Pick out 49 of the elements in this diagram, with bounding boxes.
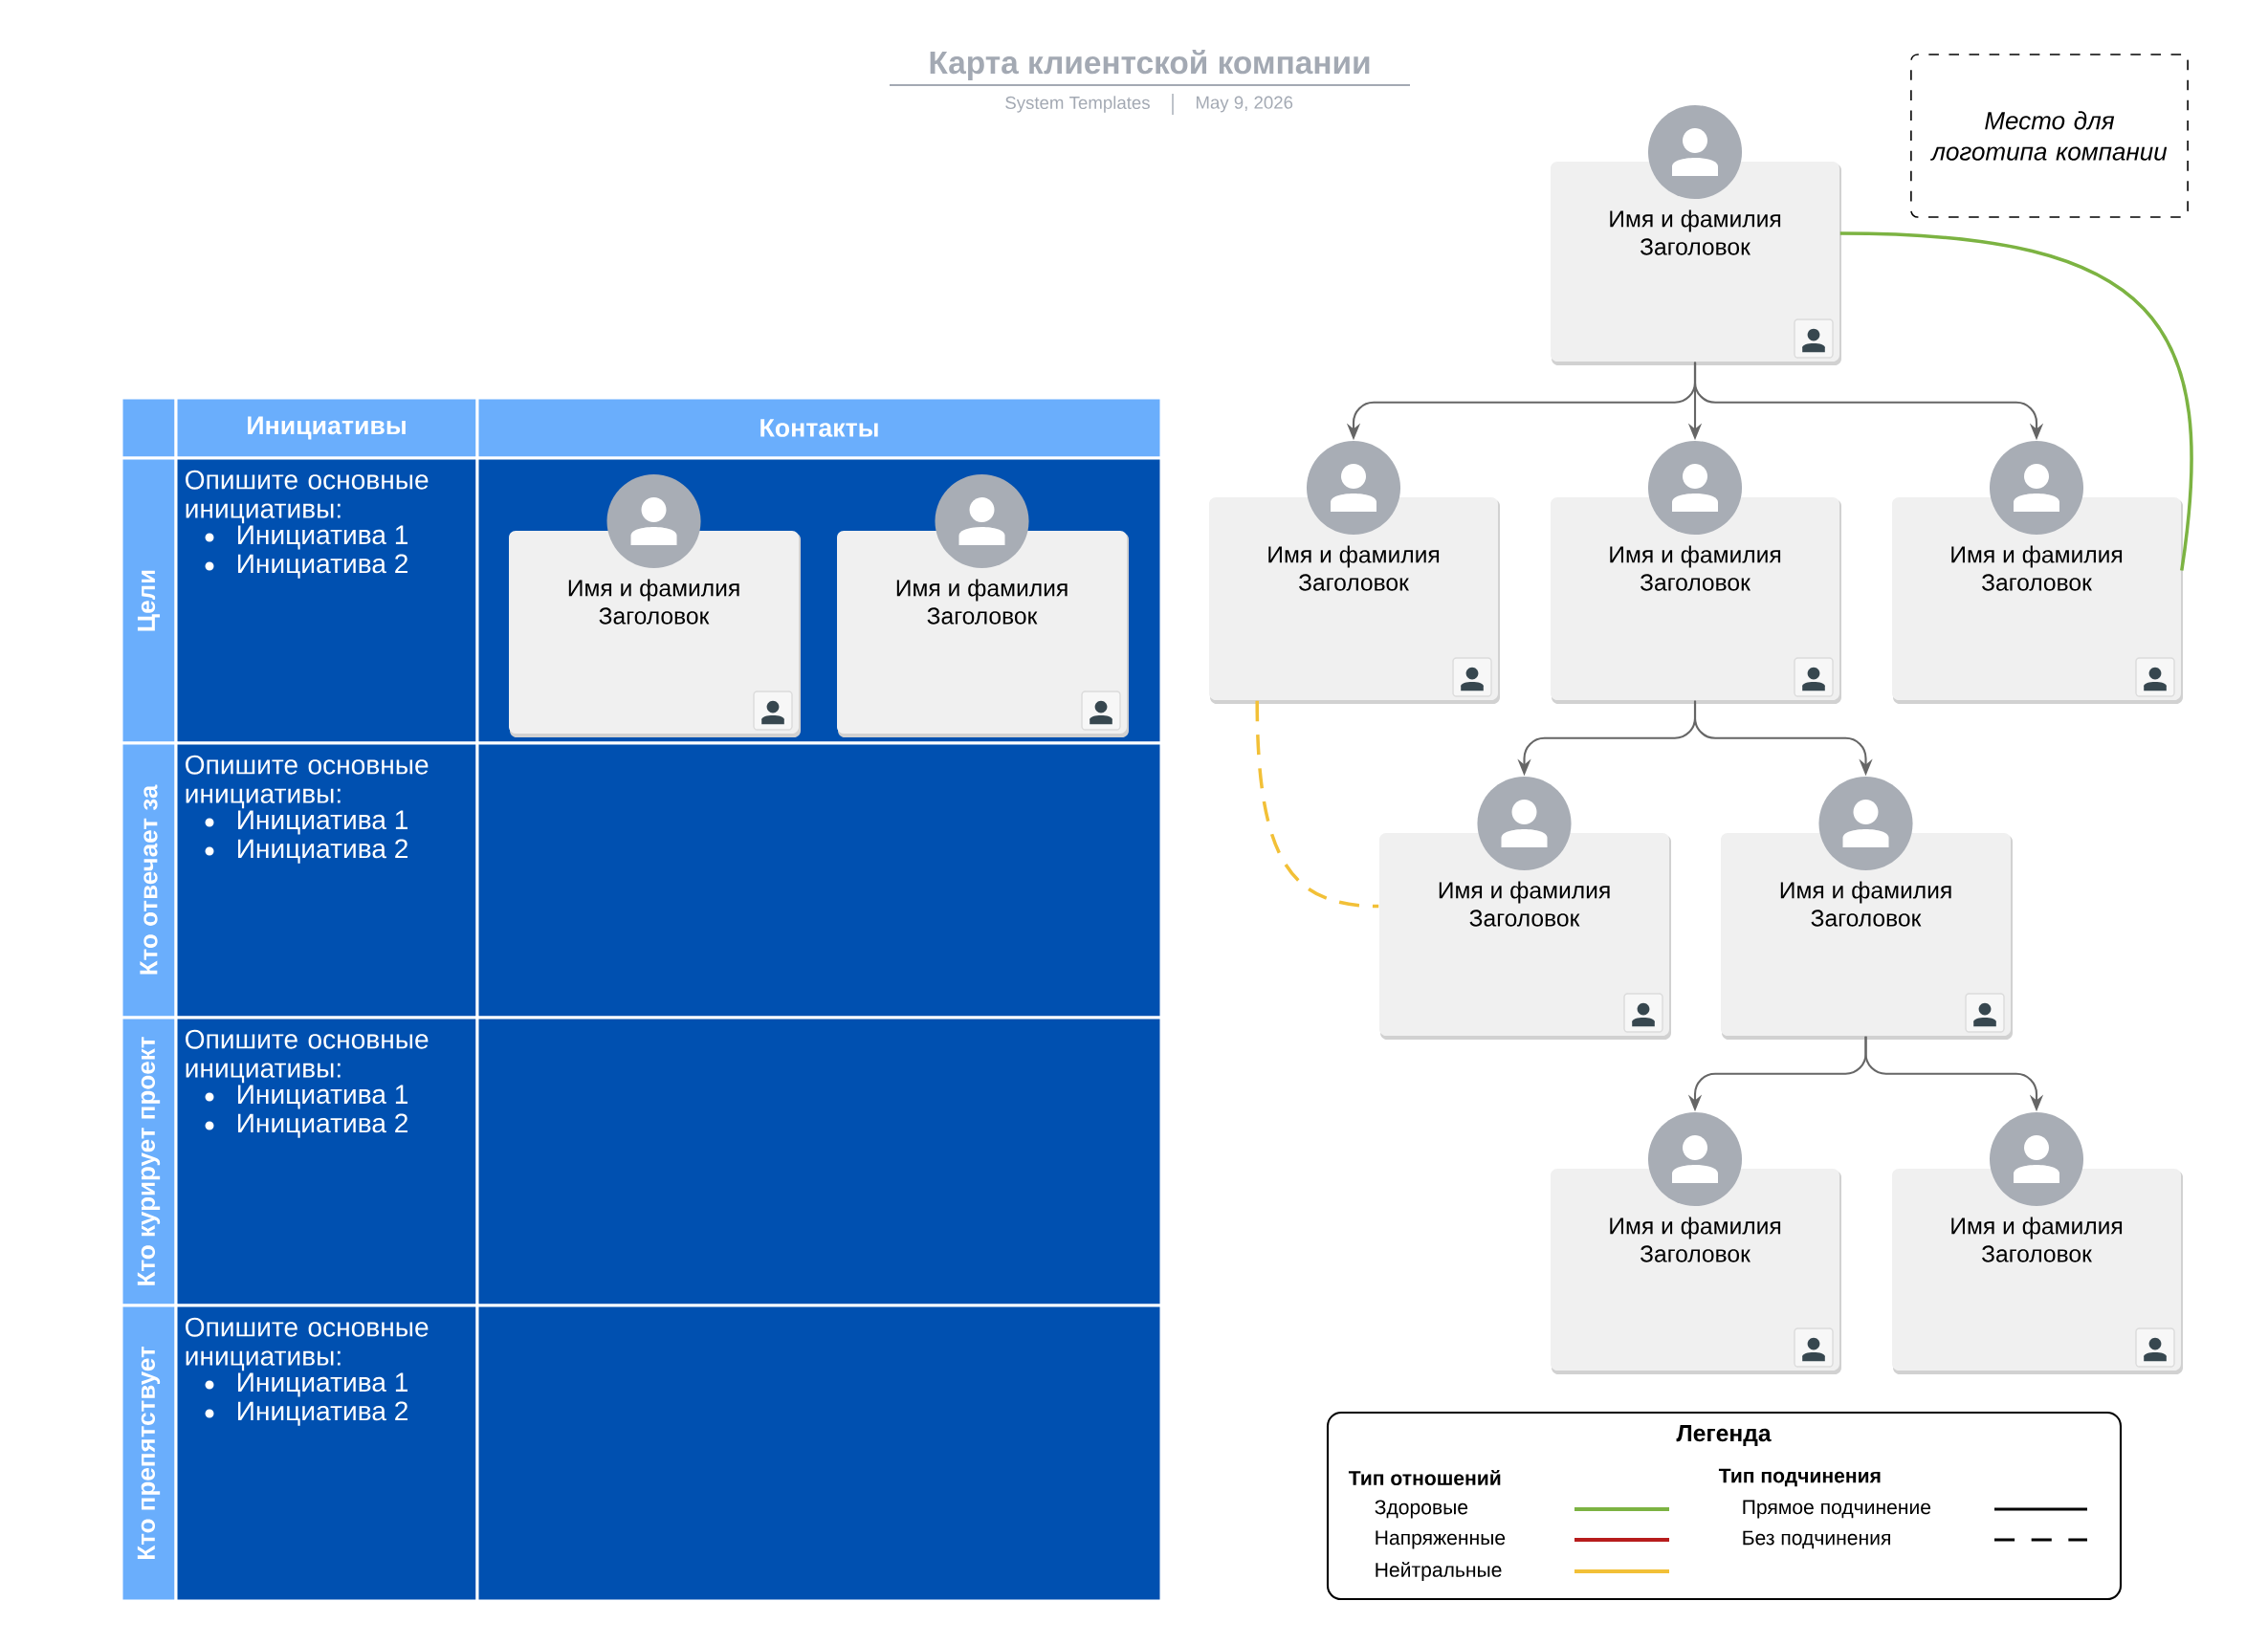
legend-text: Напряженные	[1376, 1530, 1506, 1549]
list-item: Инициатива 1	[205, 525, 407, 550]
legend-text: Прямое подчинение	[1743, 1500, 1931, 1519]
card-text: Заголовок	[1981, 1245, 2092, 1262]
list-item: Инициатива 2	[205, 1401, 407, 1426]
card-text: Имя и фамилия	[1951, 1217, 2123, 1239]
legend-title: Легенда	[1676, 1425, 1772, 1446]
list-item: Инициатива 1	[205, 810, 407, 835]
card-text: Заголовок	[599, 607, 710, 625]
card-text: Имя и фамилия	[1439, 881, 1610, 904]
card-text: Имя и фамилия	[896, 579, 1068, 602]
cell-text: Опишите основные инициативы:	[186, 1029, 429, 1084]
cell-text: Опишите основные инициативы:	[186, 470, 429, 524]
card-text: Заголовок	[927, 607, 1038, 625]
card-text: Имя и фамилия	[1610, 1217, 1781, 1239]
card-text: Заголовок	[1640, 238, 1751, 255]
row-header: Кто препятствует	[120, 1304, 178, 1603]
card-text: Имя и фамилия	[568, 579, 739, 602]
connector	[1839, 231, 2193, 571]
card-text: Имя и фамилия	[1268, 545, 1440, 568]
card-text: Заголовок	[1298, 574, 1409, 591]
legend-text: Без подчинения	[1743, 1530, 1890, 1549]
legend-heading: Тип подчинения	[1718, 1468, 1881, 1487]
list-item: Инициатива 2	[205, 839, 407, 864]
list-item: Инициатива 2	[205, 1113, 407, 1138]
card-text: Заголовок	[1981, 574, 2092, 591]
list-item: Инициатива 1	[205, 1085, 407, 1109]
subtitle: System Templates	[1005, 96, 1150, 113]
card-text: Имя и фамилия	[1610, 545, 1781, 568]
card-text: Заголовок	[1469, 910, 1580, 927]
list-item: Инициатива 2	[205, 554, 407, 579]
title: Карта клиентской компании	[930, 50, 1370, 80]
connector	[1255, 700, 1379, 909]
card-text: Имя и фамилия	[1951, 545, 2123, 568]
dashed-note-box: Место для логотипа компании	[1910, 54, 2189, 218]
card-text: Имя и фамилия	[1610, 209, 1781, 232]
cell-text: Опишите основные инициативы:	[186, 1317, 429, 1371]
card-text: Имя и фамилия	[1780, 881, 1951, 904]
legend-text: Нейтральные	[1376, 1562, 1502, 1581]
date: May 9, 2026	[1197, 96, 1293, 113]
legend-text: Здоровые	[1375, 1500, 1468, 1519]
card-text: Заголовок	[1811, 910, 1922, 927]
row-header: Кто курирует проект	[120, 1016, 178, 1307]
legend-heading: Тип отношений	[1348, 1470, 1501, 1485]
card-text: Заголовок	[1640, 574, 1751, 591]
cell-text: Опишите основные инициативы:	[186, 755, 429, 809]
row-header: Кто отвечает за	[120, 741, 178, 1020]
list-item: Инициатива 1	[205, 1372, 407, 1397]
card-text: Заголовок	[1640, 1245, 1751, 1262]
